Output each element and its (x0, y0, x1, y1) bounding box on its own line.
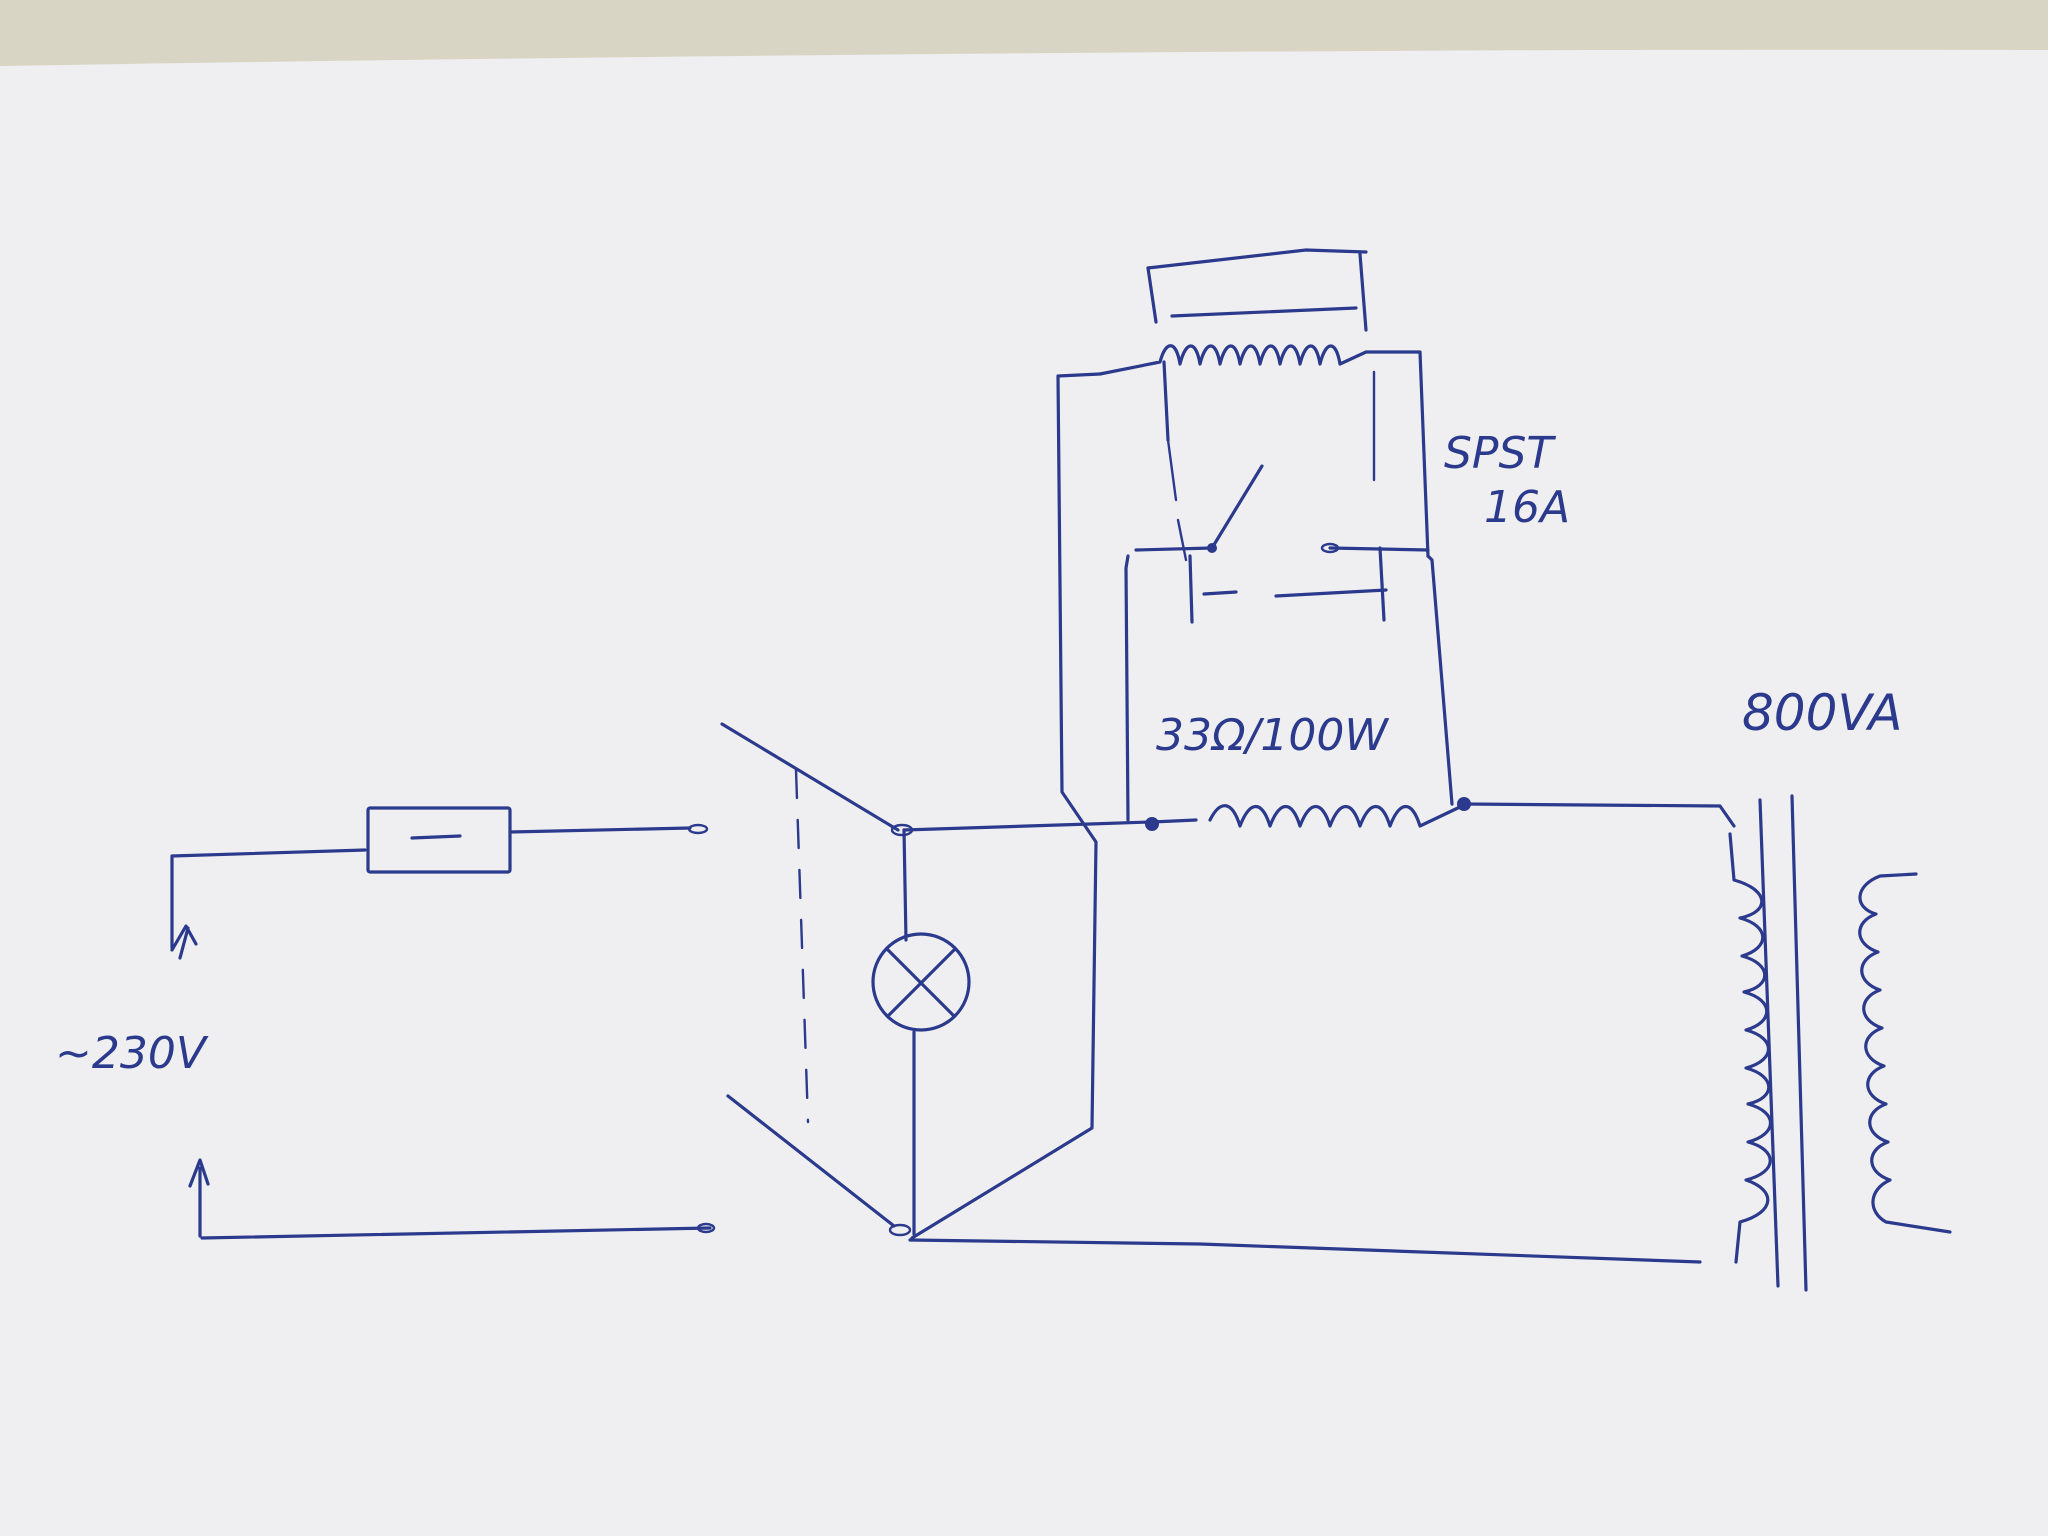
transformer (1728, 794, 1952, 1292)
indicator-lamp (871, 828, 971, 1236)
fuse (366, 806, 709, 874)
relay-coil-return-wire (910, 372, 1102, 1240)
relay-current-label: 16A (1484, 482, 1570, 533)
resistor-value-label: 33Ω/100W (1156, 710, 1389, 761)
bottom-rail (908, 1238, 1702, 1264)
source-voltage-label: ~230V (55, 1028, 209, 1079)
relay-right-wire (1426, 554, 1454, 806)
top-rail (902, 820, 1152, 832)
input-terminals (170, 848, 716, 1240)
relay-assembly (1098, 248, 1430, 822)
relay-type-label: SPST (1444, 428, 1556, 479)
paper-sheet (0, 49, 2048, 1536)
transformer-feed-wire (1462, 802, 1736, 828)
transformer-rating-label: 800VA (1742, 684, 1902, 742)
